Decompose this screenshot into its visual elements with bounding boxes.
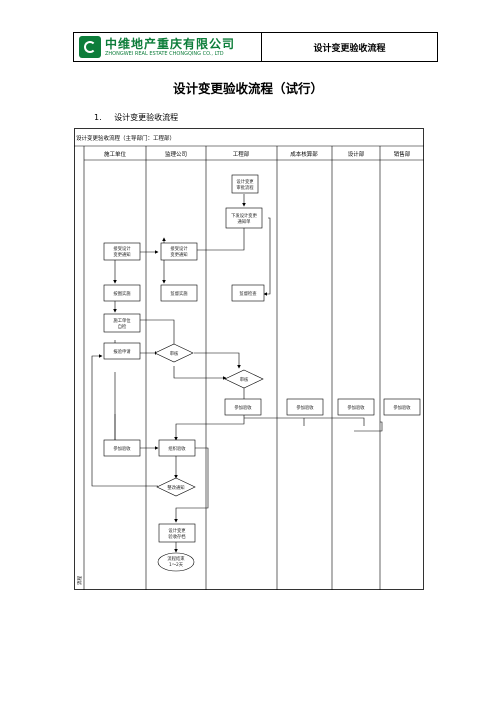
node-issue-notice-l2: 通知单 (238, 218, 252, 225)
section-text: 设计变更验收流程 (114, 113, 179, 122)
node-self-check-l2: 自检 (118, 323, 127, 330)
node-review-engineering: 审核 (240, 376, 249, 383)
page-title: 设计变更验收流程（试行） (172, 81, 323, 96)
node-supervisor-receive-l2: 变更通知 (170, 251, 187, 258)
node-supervise: 监督实施 (170, 290, 188, 297)
node-supervisor-receive-l1: 接受设计 (170, 245, 188, 252)
node-design-change-approval-l2: 审批流程 (236, 184, 254, 191)
flowchart: 设计变更验收流程（主导部门：工程部） 流程 施工单位 监理公司 工程部 成本核算… (74, 128, 424, 590)
node-review-supervisor: 审核 (170, 350, 179, 357)
node-contractor-receive-l2: 变更通知 (113, 251, 130, 258)
document-header: 中维地产重庆有限公司 ZHONGWEI REAL ESTATE CHONGQIN… (73, 32, 438, 62)
lane-header-sales: 销售部 (394, 150, 411, 158)
node-issue-notice-l1: 下发设计变更 (231, 212, 257, 219)
node-organize-acceptance: 组织验收 (168, 445, 186, 452)
node-implement: 按图实施 (113, 290, 131, 297)
node-design-change-approval-l1: 设计变更 (236, 178, 254, 185)
node-join-cost: 参加验收 (296, 404, 314, 411)
section-heading: 1. 设计变更验收流程 (94, 112, 178, 123)
node-join-sales: 参加验收 (393, 404, 411, 411)
company-name-en: ZHONGWEI REAL ESTATE CHONGQING CO., LTD (105, 50, 224, 57)
node-archive-l2: 验收存档 (168, 533, 185, 540)
node-join-design: 参加验收 (347, 404, 365, 411)
node-end-l1: 流程结束 (167, 555, 185, 562)
node-contractor-receive-l1: 接受设计 (113, 245, 131, 252)
flowchart-caption: 设计变更验收流程（主导部门：工程部） (76, 134, 175, 142)
node-archive-l1: 设计变更 (168, 527, 186, 534)
lane-header-design: 设计部 (348, 150, 365, 158)
node-join-engineering: 参加验收 (234, 404, 252, 411)
node-rectify-notice: 整改通知 (167, 484, 184, 491)
header-doc-name: 设计变更验收流程 (313, 43, 386, 54)
lane-header-supervisor: 监理公司 (165, 150, 187, 158)
flowchart-side-label: 流程 (76, 576, 83, 585)
flowchart-frame (74, 128, 424, 590)
lane-header-cost: 成本核算部 (290, 150, 318, 158)
company-name-cn: 中维地产重庆有限公司 (105, 36, 236, 51)
lane-header-contractor: 施工单位 (104, 150, 127, 158)
node-inspection-request: 报验申请 (113, 348, 131, 355)
node-self-check-l1: 施工单位 (113, 317, 131, 324)
company-logo-icon (79, 36, 101, 58)
lane-header-engineering: 工程部 (233, 150, 250, 158)
node-end-l2: 1～2天 (169, 562, 184, 568)
section-number: 1. (94, 113, 102, 122)
company-logo: 中维地产重庆有限公司 ZHONGWEI REAL ESTATE CHONGQIN… (74, 33, 262, 61)
node-inspect: 监督检查 (239, 290, 257, 297)
node-join-contractor: 参加验收 (113, 445, 131, 452)
